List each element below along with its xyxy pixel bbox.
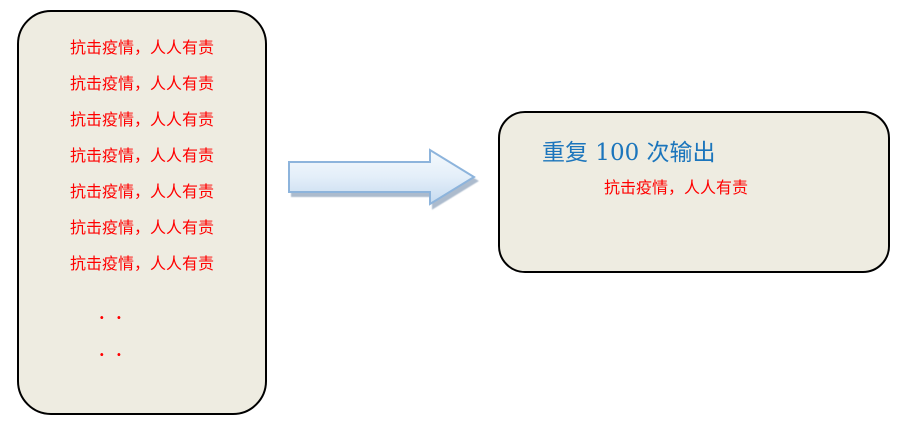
- repeated-lines-group: 抗击疫情，人人有责 抗击疫情，人人有责 抗击疫情，人人有责 抗击疫情，人人有责 …: [19, 30, 265, 282]
- ellipsis-dots: · ·: [99, 345, 123, 364]
- repeated-line: 抗击疫情，人人有责: [69, 38, 214, 57]
- repeated-line: 抗击疫情，人人有责: [69, 254, 214, 273]
- repeated-line: 抗击疫情，人人有责: [69, 110, 214, 129]
- loop-output-line: 抗击疫情，人人有责: [604, 178, 749, 197]
- repeated-line: 抗击疫情，人人有责: [69, 74, 214, 93]
- ellipsis-dots: · ·: [99, 308, 123, 327]
- repeated-line: 抗击疫情，人人有责: [69, 182, 214, 201]
- repeated-line: 抗击疫情，人人有责: [69, 218, 214, 237]
- loop-title: 重复 100 次输出: [542, 140, 716, 166]
- repeated-output-panel: 抗击疫情，人人有责 抗击疫情，人人有责 抗击疫情，人人有责 抗击疫情，人人有责 …: [17, 10, 267, 415]
- right-arrow-icon: [287, 147, 477, 207]
- loop-summary-panel: 重复 100 次输出 抗击疫情，人人有责: [498, 111, 890, 273]
- repeated-line: 抗击疫情，人人有责: [69, 146, 214, 165]
